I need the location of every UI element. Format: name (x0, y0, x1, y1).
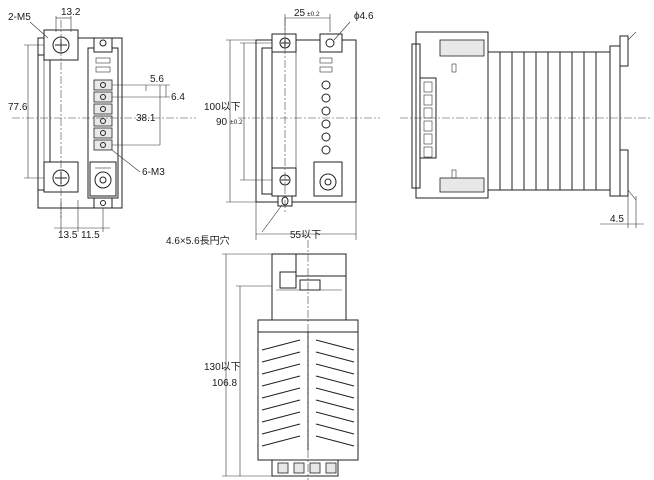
dim-hole-pitch-tol: ±0.2 (307, 11, 320, 18)
dim-height-pitch-tol: ±0.2 (230, 119, 243, 126)
terminal-label: 6-M3 (142, 167, 165, 178)
dim-height-label: 77.6 (8, 102, 28, 113)
dim-width-max-label: 55以下 (290, 230, 321, 241)
dim-a-label: 5.6 (150, 74, 164, 85)
dim-top-label: 13.2 (61, 7, 81, 18)
top-view: 130以下 106.8 (204, 240, 359, 480)
side-view: 4.5 (400, 31, 650, 228)
mount-terminals (321, 80, 331, 155)
dim-bottom-left-label: 13.5 (58, 230, 78, 241)
dim-bottom-right-label: 11.5 (81, 230, 100, 241)
side-heatsink (487, 51, 611, 191)
top-heatsink-fins (261, 339, 355, 447)
slot-label: 4.6×5.6長円穴 (166, 234, 230, 247)
mount-view: 25 ±0.2 ϕ4.6 100以下 90 ±0.2 55以下 4.6×5.6長… (166, 8, 380, 247)
front-view: 13.2 2-M5 77.6 5.6 6.4 38.1 6-M3 13.5 11… (8, 7, 196, 241)
dim-height-max-label: 100以下 (204, 102, 241, 113)
dim-pitch-label: 38.1 (136, 113, 156, 124)
dim-hole-pitch-label: 25 (294, 8, 306, 19)
dim-b-label: 6.4 (171, 92, 185, 103)
dim-total-label: 130以下 (204, 362, 241, 373)
dim-offset-label: 4.5 (610, 214, 624, 225)
dim-height-pitch-label: 90 (216, 117, 228, 128)
hole-dia-label: ϕ4.6 (354, 11, 374, 22)
dim-body-label: 106.8 (212, 378, 237, 389)
screw-label: 2-M5 (8, 12, 31, 23)
